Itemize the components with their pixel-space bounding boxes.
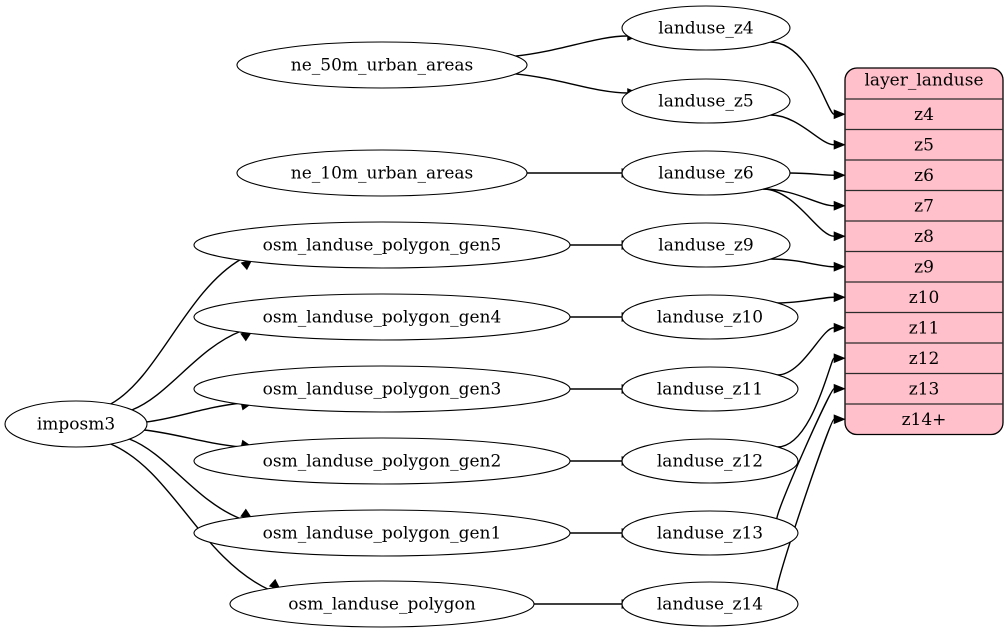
layer-landuse-table[interactable]: layer_landuse z4 z5 z6 z7 z8 z9 z10 z11 z12 z13 z14… [844, 67, 1004, 436]
node-label-landuse_z6: landuse_z6 [658, 164, 753, 184]
edge-landuse_z6-to-layer_landuse-z7 [763, 188, 846, 211]
edge-landuse_z6-to-layer_landuse-z8 [763, 188, 846, 242]
node-label-ne_10m_urban_areas: ne_10m_urban_areas [291, 164, 473, 184]
node-label-osm_landuse_polygon_gen1: osm_landuse_polygon_gen1 [263, 524, 502, 544]
node-label-ne_50m_urban_areas: ne_50m_urban_areas [291, 56, 473, 76]
node-landuse_z9[interactable]: landuse_z9 [621, 222, 791, 268]
layer-landuse-row-z9[interactable]: z9 [914, 257, 934, 277]
layer-landuse-title: layer_landuse [865, 71, 984, 91]
edge-landuse_z9-to-layer_landuse-z9 [770, 258, 846, 272]
layer-landuse-row-z4[interactable]: z4 [914, 105, 934, 125]
edge-landuse_z10-to-layer_landuse-z10 [777, 292, 846, 304]
node-label-landuse_z14: landuse_z14 [657, 595, 763, 615]
layer-landuse-row-z5[interactable]: z5 [914, 135, 934, 155]
layer-landuse-row-z8[interactable]: z8 [914, 227, 934, 247]
node-osm_landuse_polygon[interactable]: osm_landuse_polygon [229, 580, 535, 628]
node-osm_landuse_polygon_gen2[interactable]: osm_landuse_polygon_gen2 [193, 437, 571, 485]
node-osm_landuse_polygon_gen5[interactable]: osm_landuse_polygon_gen5 [193, 221, 571, 269]
edge-landuse_z12-to-layer_landuse-z12 [777, 353, 846, 448]
node-landuse_z6[interactable]: landuse_z6 [621, 150, 791, 196]
edge-ne_50m_urban_areas-to-landuse_z5 [514, 73, 640, 98]
node-label-landuse_z4: landuse_z4 [658, 19, 753, 39]
layer-landuse-row-z10[interactable]: z10 [909, 288, 940, 308]
layer-landuse-row-z13[interactable]: z13 [909, 379, 940, 399]
edge-osm_landuse_polygon-to-landuse_z14 [532, 599, 634, 609]
edge-landuse_z4-to-layer_landuse-z4 [770, 41, 846, 120]
node-landuse_z10[interactable]: landuse_z10 [621, 294, 799, 340]
node-label-landuse_z5: landuse_z5 [658, 92, 753, 112]
node-label-osm_landuse_polygon_gen2: osm_landuse_polygon_gen2 [263, 452, 502, 472]
layer-landuse-row-z14plus[interactable]: z14+ [902, 410, 947, 430]
node-landuse_z5[interactable]: landuse_z5 [621, 78, 791, 124]
node-landuse_z12[interactable]: landuse_z12 [621, 438, 799, 484]
edge-landuse_z14-to-layer_landuse-z14- [776, 414, 846, 591]
nodes-layer: imposm3 ne_50m_urban_areas ne_10m_urban_ar… [4, 5, 799, 628]
node-label-landuse_z10: landuse_z10 [657, 308, 763, 328]
layer-landuse-row-z6[interactable]: z6 [914, 166, 934, 186]
layer-landuse-row-z7[interactable]: z7 [914, 196, 934, 216]
node-osm_landuse_polygon_gen3[interactable]: osm_landuse_polygon_gen3 [193, 365, 571, 413]
edge-landuse_z5-to-layer_landuse-z5 [770, 114, 846, 150]
node-osm_landuse_polygon_gen1[interactable]: osm_landuse_polygon_gen1 [193, 509, 571, 557]
node-label-imposm3: imposm3 [37, 415, 115, 435]
node-landuse_z14[interactable]: landuse_z14 [621, 581, 799, 627]
node-label-landuse_z11: landuse_z11 [657, 380, 763, 400]
node-label-osm_landuse_polygon_gen3: osm_landuse_polygon_gen3 [263, 380, 502, 400]
edge-landuse_z13-to-layer_landuse-z13 [776, 383, 846, 520]
node-imposm3[interactable]: imposm3 [4, 400, 148, 448]
node-label-landuse_z13: landuse_z13 [657, 524, 763, 544]
node-label-landuse_z9: landuse_z9 [658, 236, 753, 256]
node-landuse_z11[interactable]: landuse_z11 [621, 366, 799, 412]
edge-landuse_z6-to-layer_landuse-z6 [789, 170, 846, 181]
node-ne_10m_urban_areas[interactable]: ne_10m_urban_areas [236, 149, 528, 197]
edge-imposm3-to-osm_landuse_polygon_gen3 [145, 401, 254, 423]
node-label-landuse_z12: landuse_z12 [657, 452, 763, 472]
node-osm_landuse_polygon_gen4[interactable]: osm_landuse_polygon_gen4 [193, 293, 571, 341]
edge-landuse_z11-to-layer_landuse-z11 [777, 322, 846, 376]
edge-ne_50m_urban_areas-to-landuse_z4 [514, 31, 640, 57]
edge-ne_10m_urban_areas-to-landuse_z6 [525, 168, 634, 178]
node-label-osm_landuse_polygon_gen5: osm_landuse_polygon_gen5 [263, 236, 502, 256]
node-ne_50m_urban_areas[interactable]: ne_50m_urban_areas [236, 41, 528, 89]
layer-landuse-row-z12[interactable]: z12 [909, 349, 940, 369]
node-label-osm_landuse_polygon_gen4: osm_landuse_polygon_gen4 [263, 308, 502, 328]
layer-landuse-row-z11[interactable]: z11 [909, 318, 940, 338]
node-landuse_z13[interactable]: landuse_z13 [621, 510, 799, 556]
node-label-osm_landuse_polygon: osm_landuse_polygon [288, 595, 475, 615]
node-landuse_z4[interactable]: landuse_z4 [621, 5, 791, 51]
